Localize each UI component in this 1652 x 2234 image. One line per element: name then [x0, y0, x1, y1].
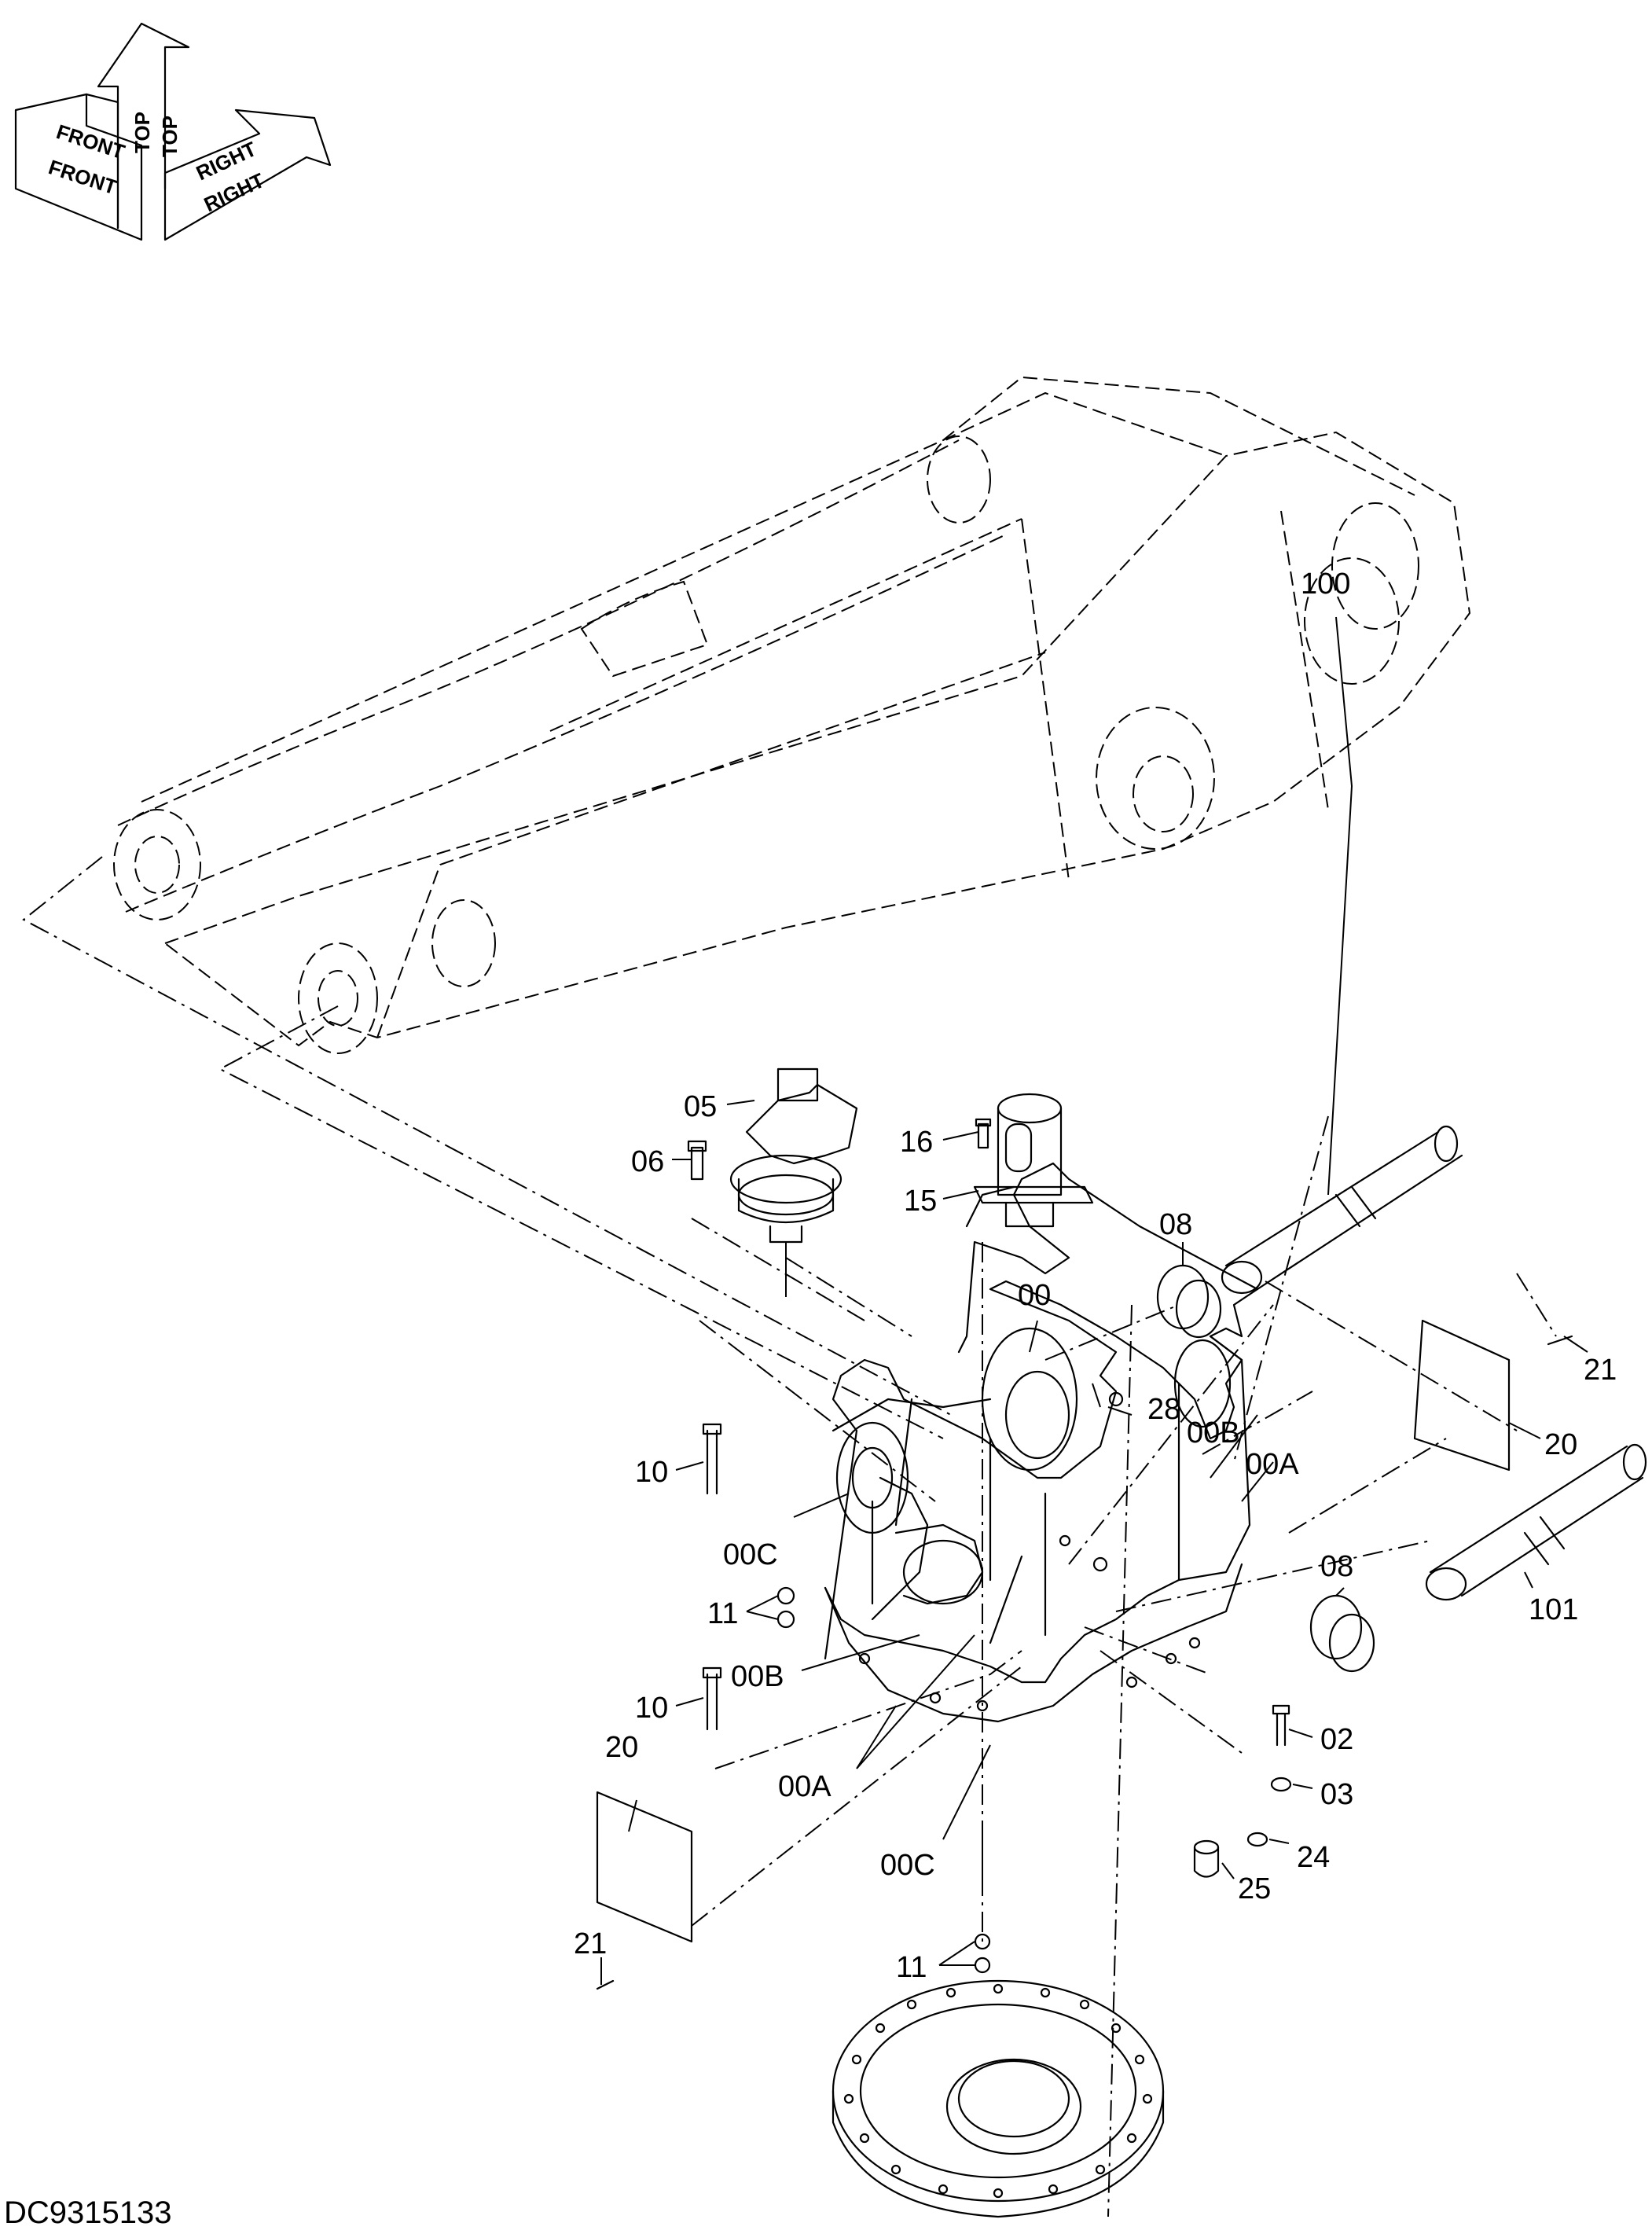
callout-24: 24: [1297, 1841, 1330, 1874]
callout-03: 03: [1320, 1778, 1353, 1811]
callout-08-top: 08: [1159, 1208, 1192, 1241]
front-label-1: FRONT: [53, 119, 128, 164]
callout-20-right: 20: [1544, 1428, 1577, 1461]
sensor-assembly: [973, 1093, 1094, 1228]
swing-post-bracket: [824, 1162, 1259, 1723]
front-label-2: FRONT: [46, 155, 120, 199]
callout-11-lower: 11: [896, 1951, 927, 1984]
callout-00A-lower: 00A: [778, 1770, 832, 1803]
callout-11-upper: 11: [707, 1597, 738, 1630]
callout-28: 28: [1147, 1393, 1180, 1426]
callout-02: 02: [1320, 1723, 1353, 1756]
callout-00: 00: [1018, 1279, 1051, 1312]
bolts-and-hardware: [702, 1391, 1292, 1974]
callout-21-left: 21: [574, 1927, 607, 1960]
callout-10-lower: 10: [635, 1692, 668, 1725]
callout-labels: 05 06 16 15 100 08 00 21 28 00B 00A 20 1…: [574, 568, 1617, 1984]
callout-08-lower: 08: [1320, 1550, 1353, 1583]
assembly-center-lines: [22, 856, 1557, 2217]
boom-phantom: [113, 376, 1471, 1054]
callout-21-right: 21: [1584, 1354, 1617, 1387]
callout-06: 06: [631, 1145, 664, 1178]
callout-20-left: 20: [605, 1731, 638, 1764]
callout-00A-top: 00A: [1246, 1448, 1299, 1481]
callout-100: 100: [1301, 568, 1350, 601]
callout-15: 15: [904, 1185, 937, 1218]
callout-10-top: 10: [635, 1456, 668, 1489]
callout-101: 101: [1529, 1593, 1578, 1626]
top-label-1: TOP: [130, 112, 154, 153]
ring-bolt-holes: [843, 1983, 1153, 2199]
callout-00C-lower: 00C: [880, 1849, 935, 1882]
slewing-ring: [832, 1979, 1165, 2218]
callout-16: 16: [900, 1126, 933, 1159]
callout-00B-top: 00B: [1187, 1416, 1240, 1450]
drawing-code: DC9315133: [4, 2195, 172, 2230]
swing-motor-assembly: [687, 1067, 858, 1289]
callout-leaders: [600, 616, 1588, 1985]
callout-05: 05: [684, 1090, 717, 1123]
callout-00B-lower: 00B: [731, 1660, 784, 1693]
cover-plates: [596, 1319, 1573, 1990]
orientation-symbol: TOP TOP FRONT FRONT RIGHT RIGHT: [14, 22, 332, 241]
callout-00C-top: 00C: [723, 1538, 778, 1571]
top-label-2: TOP: [158, 116, 182, 157]
callout-25: 25: [1238, 1872, 1271, 1905]
